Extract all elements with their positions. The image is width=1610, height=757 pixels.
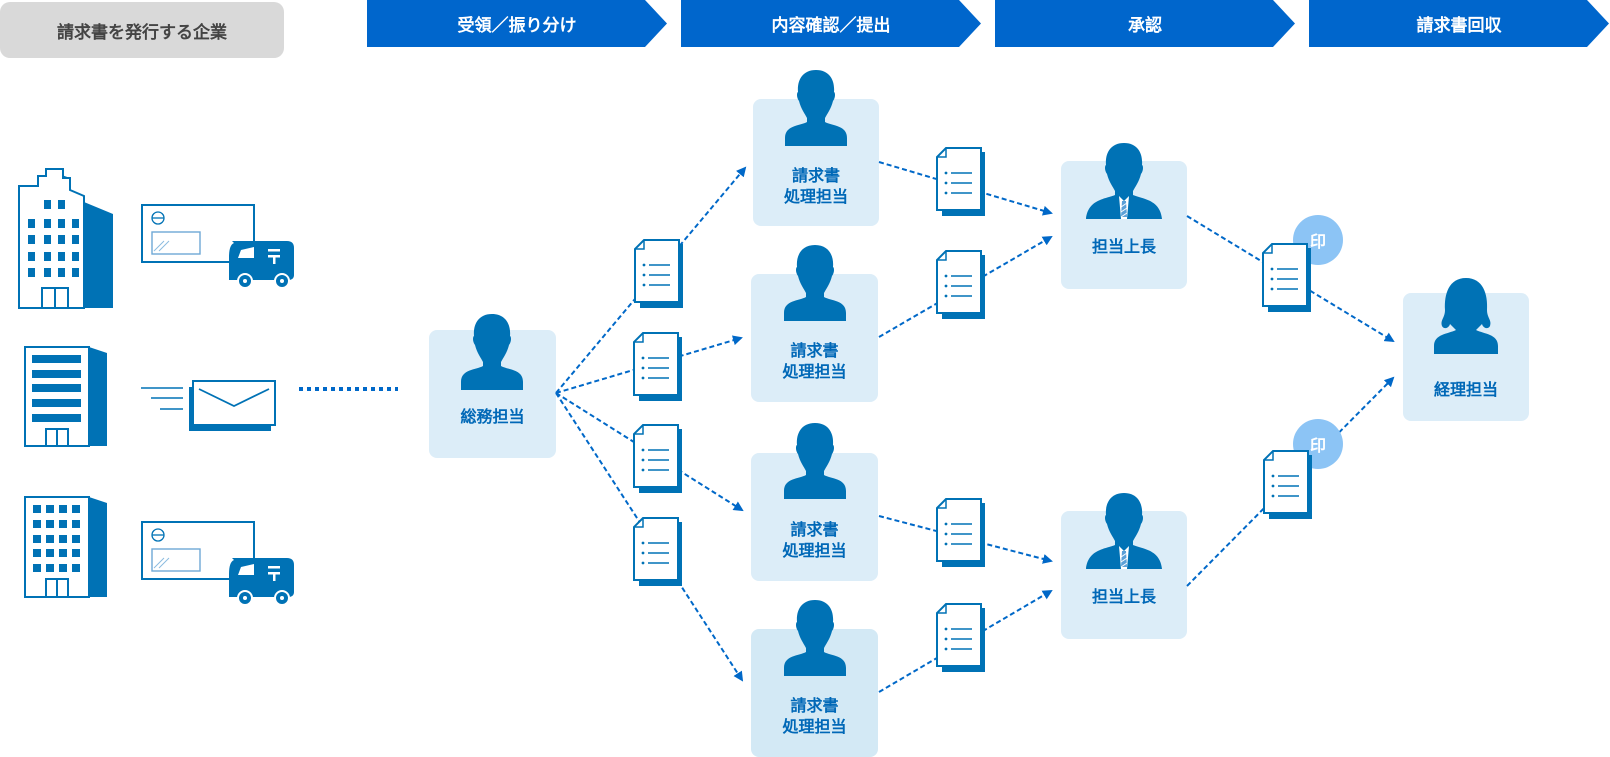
node-invoice-processor-1: 請求書 処理担当 xyxy=(753,99,879,226)
stage-label: 承認 xyxy=(1128,16,1162,36)
document-icon xyxy=(633,332,683,402)
fast-mail-envelope-icon xyxy=(141,380,276,431)
accounting-staff-icon xyxy=(1434,278,1498,354)
document-icon xyxy=(634,239,684,309)
stage-approval: 承認 xyxy=(995,0,1295,47)
node-label-line2: 処理担当 xyxy=(782,541,847,560)
seal-label: 印 xyxy=(1310,436,1326,455)
issuing-company-label: 請求書を発行する企業 xyxy=(57,22,227,43)
document-icon xyxy=(936,250,986,320)
node-label-line2: 処理担当 xyxy=(783,187,848,206)
document-icon xyxy=(936,147,986,217)
node-label: 経理担当 xyxy=(1433,380,1498,399)
node-label-line2: 処理担当 xyxy=(782,717,847,736)
person-icon xyxy=(785,70,847,146)
document-icon xyxy=(936,603,986,673)
mail-truck-icon xyxy=(141,521,295,607)
mail-truck-icon xyxy=(141,204,295,290)
supervisor-icon xyxy=(1085,142,1163,220)
seal-label: 印 xyxy=(1310,232,1326,251)
stage-review-submit: 内容確認／提出 xyxy=(681,0,981,47)
document-icon xyxy=(633,517,683,587)
person-icon xyxy=(784,245,846,321)
node-label: 担当上長 xyxy=(1091,587,1156,606)
stage-label: 受領／振り分け xyxy=(457,16,577,36)
document-icon xyxy=(633,424,683,494)
node-general-affairs: 総務担当 xyxy=(429,330,556,458)
document-icon xyxy=(936,498,986,568)
stage-invoice-collection: 請求書回収 xyxy=(1309,0,1609,47)
supervisor-icon xyxy=(1085,492,1163,570)
person-icon xyxy=(784,600,846,676)
node-label: 総務担当 xyxy=(460,407,525,426)
office-building-icon xyxy=(24,346,107,447)
office-tower-icon xyxy=(18,168,113,309)
chevron-shape xyxy=(995,0,1295,47)
node-label-line1: 請求書 xyxy=(790,520,839,539)
flow-arrow xyxy=(555,392,744,512)
node-label-line1: 請求書 xyxy=(791,166,840,185)
chevron-shape xyxy=(681,0,981,47)
node-label: 担当上長 xyxy=(1091,237,1156,256)
approved-document-icon xyxy=(1263,450,1313,520)
node-label-line1: 請求書 xyxy=(790,696,839,715)
stage-label: 内容確認／提出 xyxy=(771,16,891,36)
person-icon xyxy=(784,423,846,499)
person-icon xyxy=(461,314,523,390)
office-grid-building-icon xyxy=(24,496,107,598)
node-label-line2: 処理担当 xyxy=(782,362,847,381)
stage-receive-sort: 受領／振り分け xyxy=(367,0,667,47)
approved-document-icon xyxy=(1262,243,1312,313)
chevron-shape xyxy=(367,0,667,47)
chevron-shape xyxy=(1309,0,1609,47)
issuing-company-header: 請求書を発行する企業 xyxy=(0,2,284,58)
stage-label: 請求書回収 xyxy=(1416,16,1502,36)
node-label-line1: 請求書 xyxy=(790,341,839,360)
